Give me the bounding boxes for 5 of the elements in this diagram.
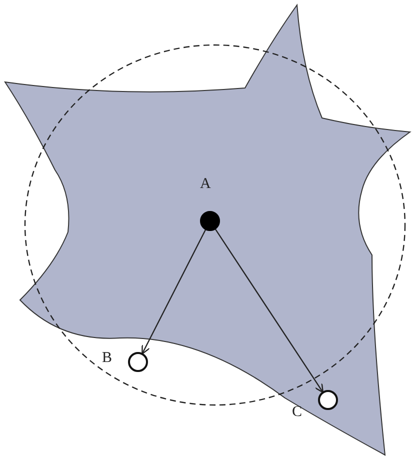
point-label: B [102,350,112,366]
arrow [215,229,324,393]
point-label: C [292,404,302,420]
point-label: A [200,176,211,192]
arrow [142,230,206,354]
